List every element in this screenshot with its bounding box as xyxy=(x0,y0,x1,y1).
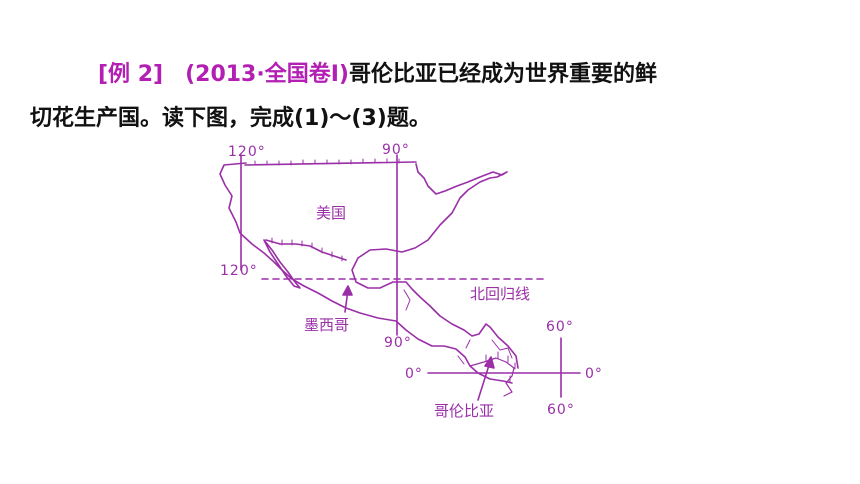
lon90-top-label: 90° xyxy=(382,142,410,158)
usa-label: 美国 xyxy=(316,204,346,222)
border-hatch xyxy=(254,158,400,166)
lon60-bottom-label: 60° xyxy=(547,402,575,418)
coastline xyxy=(219,162,519,384)
border-hatch xyxy=(485,351,516,383)
border-hatch xyxy=(271,237,343,262)
question-text-2: 切花生产国。读下图，完成(1)～(3)题。 xyxy=(30,106,431,131)
colombia-arrow xyxy=(477,361,491,401)
lat0-left-label: 0° xyxy=(405,366,423,382)
question-line-1: [例 2] (2013·全国卷Ⅰ)哥伦比亚已经成为世界重要的鲜 xyxy=(98,56,657,88)
mexico-label: 墨西哥 xyxy=(304,316,349,334)
lon90-bottom-label: 90° xyxy=(384,335,412,351)
us-canada-border xyxy=(244,161,417,166)
colombia-label: 哥伦比亚 xyxy=(434,402,494,420)
mexico-arrowhead xyxy=(342,285,353,296)
tropic-lat-label: 120° xyxy=(220,263,258,279)
colombia-arrowhead xyxy=(484,356,495,369)
us-mexico-border xyxy=(265,239,347,261)
lon60-top-label: 60° xyxy=(546,319,574,335)
question-text-1: 哥伦比亚已经成为世界重要的鲜 xyxy=(348,62,657,87)
border-hatch xyxy=(403,289,513,365)
question-line-2: 切花生产国。读下图，完成(1)～(3)题。 xyxy=(30,100,431,132)
question-source: (2013·全国卷Ⅰ) xyxy=(185,62,349,87)
example-tag: [例 2] xyxy=(98,62,164,87)
baja-peninsula xyxy=(263,239,301,289)
lat0-right-label: 0° xyxy=(585,366,603,382)
lon120-top-label: 120° xyxy=(228,144,266,160)
tropic-label: 北回归线 xyxy=(470,285,530,303)
